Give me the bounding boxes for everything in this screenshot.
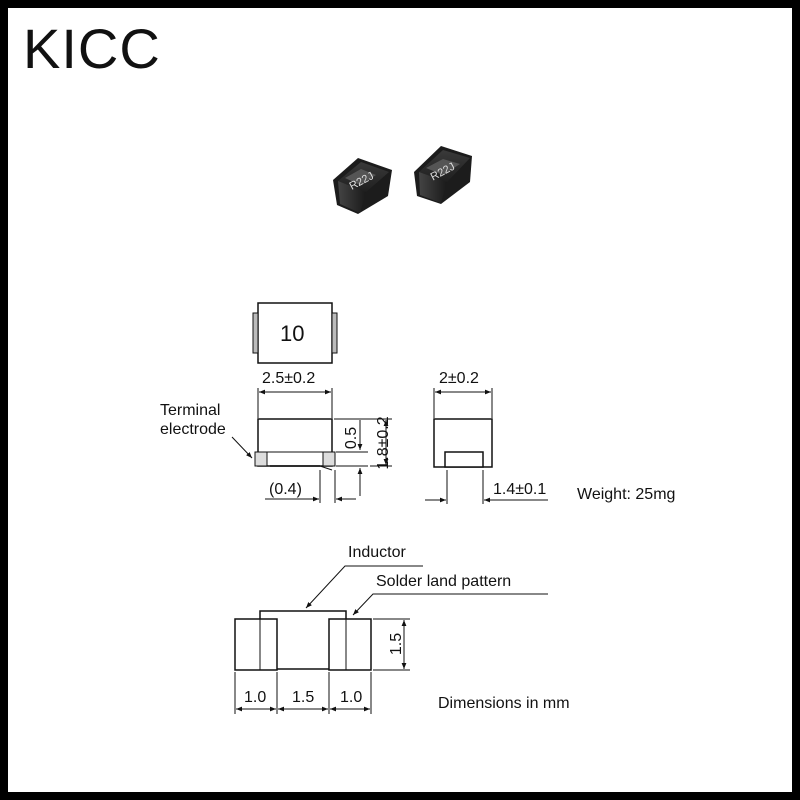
dim-front-width: [257, 388, 333, 418]
land-leaders: [305, 565, 548, 616]
terminal-height-label: 0.5: [343, 426, 360, 450]
side-width-label: 2±0.2: [439, 370, 479, 387]
terminal-label-line2: electrode: [160, 421, 226, 438]
dimension-drawing: R22J R22J: [231, 146, 548, 714]
dim-land-height: [373, 618, 410, 671]
side-terminal-width-label: 1.4±0.1: [493, 481, 547, 498]
inductor-label: Inductor: [348, 544, 406, 561]
solder-land-label: Solder land pattern: [376, 573, 512, 590]
dim-side-terminal: [425, 470, 548, 504]
units-text: Dimensions in mm: [438, 695, 570, 712]
terminal-length-label: (0.4): [269, 481, 302, 498]
land-dim-right: 1.0: [340, 689, 363, 706]
land-dim-center: 1.5: [292, 689, 315, 706]
top-view-marking: 10: [280, 321, 305, 346]
brand-logo: KICC: [23, 17, 161, 80]
land-dim-left: 1.0: [244, 689, 267, 706]
datasheet-page: KICC R22J: [8, 8, 792, 792]
land-height-label: 1.5: [388, 632, 405, 656]
solder-pad-left: [234, 618, 278, 671]
dim-terminal-length: [265, 470, 356, 503]
solder-pad-right: [328, 618, 372, 671]
component-photo-left: R22J: [333, 158, 392, 214]
terminal-leader: [231, 436, 253, 459]
front-height-label: 1.8±0.2: [375, 416, 392, 470]
top-view: [252, 302, 338, 364]
side-view: [433, 418, 493, 468]
component-photo-right: R22J: [414, 146, 472, 204]
weight-text: Weight: 25mg: [577, 486, 676, 503]
dim-side-width: [433, 388, 493, 418]
dim-land-widths: [234, 672, 372, 714]
dim-terminal-height: [336, 420, 368, 496]
dim-front-height: [334, 418, 392, 467]
front-width-label: 2.5±0.2: [262, 370, 316, 387]
front-view: [254, 418, 336, 471]
terminal-label-line1: Terminal: [160, 402, 221, 419]
